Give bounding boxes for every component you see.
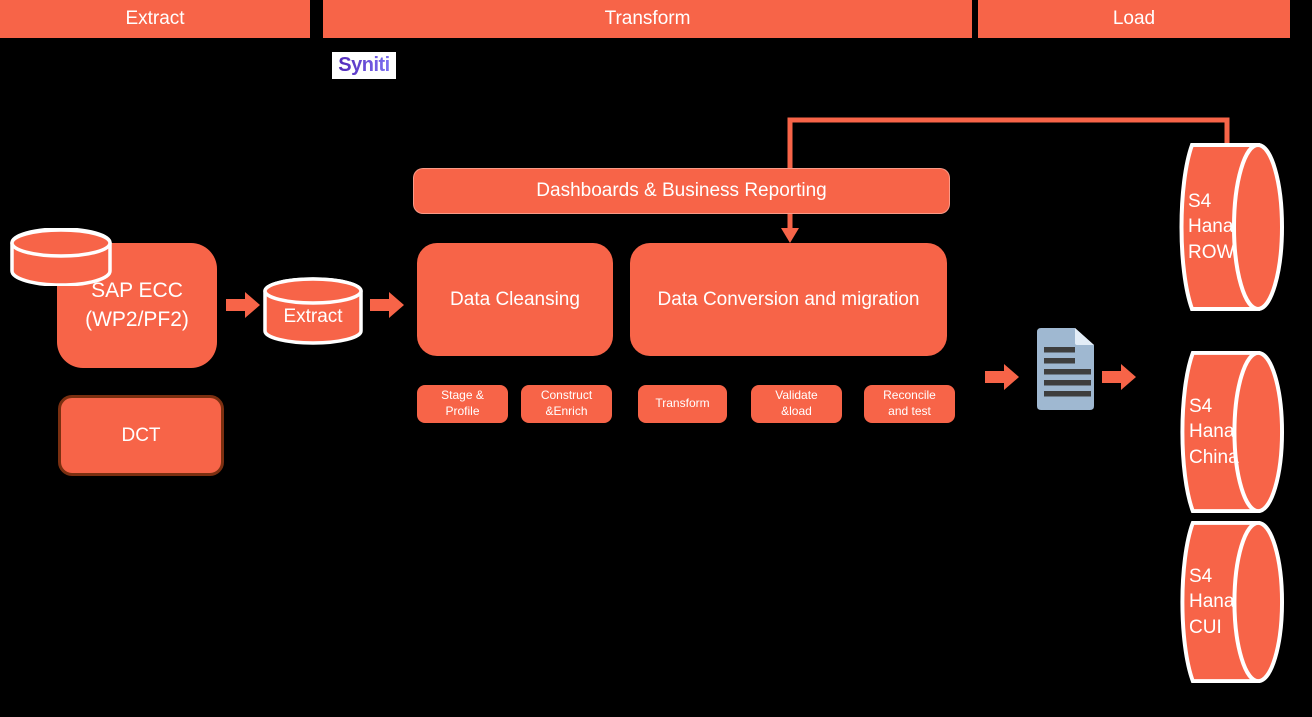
- extract-staging-label: Extract: [283, 306, 343, 327]
- step-validate-load: Validate &load: [751, 385, 842, 423]
- cylinder-icon: [1180, 520, 1285, 684]
- target-cylinder-s4-hana-china: S4 Hana China: [1172, 350, 1285, 514]
- extract-staging-cylinder: Extract: [263, 277, 363, 345]
- step-transform: Transform: [638, 385, 727, 423]
- target-cui-line2: CUI: [1189, 616, 1222, 638]
- step-construct-enrich-line1: Construct: [540, 388, 593, 403]
- database-disk-icon: [10, 228, 112, 286]
- flow-arrow-icon: [1102, 364, 1136, 390]
- step-validate-load-line2: &load: [781, 404, 812, 418]
- step-reconcile-test-line1: Reconcile: [883, 388, 936, 403]
- sap-ecc-line2: (WP2/PF2): [85, 307, 189, 331]
- dashboards-reporting-bar: Dashboards & Business Reporting: [413, 168, 950, 214]
- flow-arrow-icon: [985, 364, 1019, 390]
- data-conversion-label: Data Conversion and migration: [657, 288, 920, 310]
- lane-header-extract-label: Extract: [125, 8, 185, 29]
- lane-header-load-label: Load: [1112, 8, 1156, 29]
- step-construct-enrich: Construct &Enrich: [521, 385, 612, 423]
- lane-header-extract: Extract: [0, 0, 310, 38]
- data-cleansing-label: Data Cleansing: [450, 288, 580, 310]
- data-conversion-box: Data Conversion and migration: [630, 243, 947, 356]
- target-china-line1: S4 Hana: [1189, 395, 1235, 443]
- cylinder-icon: [1180, 350, 1285, 514]
- syniti-logo: Syniti: [332, 52, 396, 79]
- flow-arrow-icon: [226, 292, 260, 318]
- connector-arrowhead-icon: [781, 228, 799, 243]
- step-reconcile-test-line2: and test: [888, 404, 931, 418]
- data-cleansing-box: Data Cleansing: [417, 243, 613, 356]
- target-cui-line1: S4 Hana: [1189, 565, 1235, 613]
- document-icon: [1037, 328, 1094, 410]
- flow-arrow-icon: [370, 292, 404, 318]
- target-cylinder-s4-hana-cui: S4 Hana CUI: [1172, 520, 1285, 684]
- target-row-line2: ROW: [1188, 241, 1235, 263]
- step-reconcile-test: Reconcile and test: [864, 385, 955, 423]
- step-transform-line1: Transform: [655, 396, 710, 411]
- syniti-logo-text: Syniti: [338, 54, 390, 76]
- lane-header-transform: Transform: [323, 0, 972, 38]
- step-stage-profile-line1: Stage &: [441, 388, 484, 403]
- step-stage-profile: Stage & Profile: [417, 385, 508, 423]
- target-cylinder-s4-hana-row: S4 Hana ROW: [1171, 142, 1285, 312]
- cylinder-icon: [263, 277, 363, 345]
- dct-box: DCT: [58, 395, 224, 476]
- sap-ecc-line1: SAP ECC: [91, 279, 183, 303]
- step-validate-load-line1: Validate: [775, 388, 818, 403]
- target-row-line1: S4 Hana: [1188, 190, 1234, 238]
- cylinder-icon: [1179, 143, 1284, 311]
- lane-header-transform-label: Transform: [604, 8, 691, 29]
- target-china-line2: China: [1189, 446, 1239, 468]
- dct-label: DCT: [121, 424, 161, 446]
- lane-header-load: Load: [978, 0, 1290, 38]
- step-construct-enrich-line2: &Enrich: [545, 404, 588, 418]
- dashboards-reporting-label: Dashboards & Business Reporting: [536, 180, 827, 201]
- step-stage-profile-line2: Profile: [445, 404, 480, 418]
